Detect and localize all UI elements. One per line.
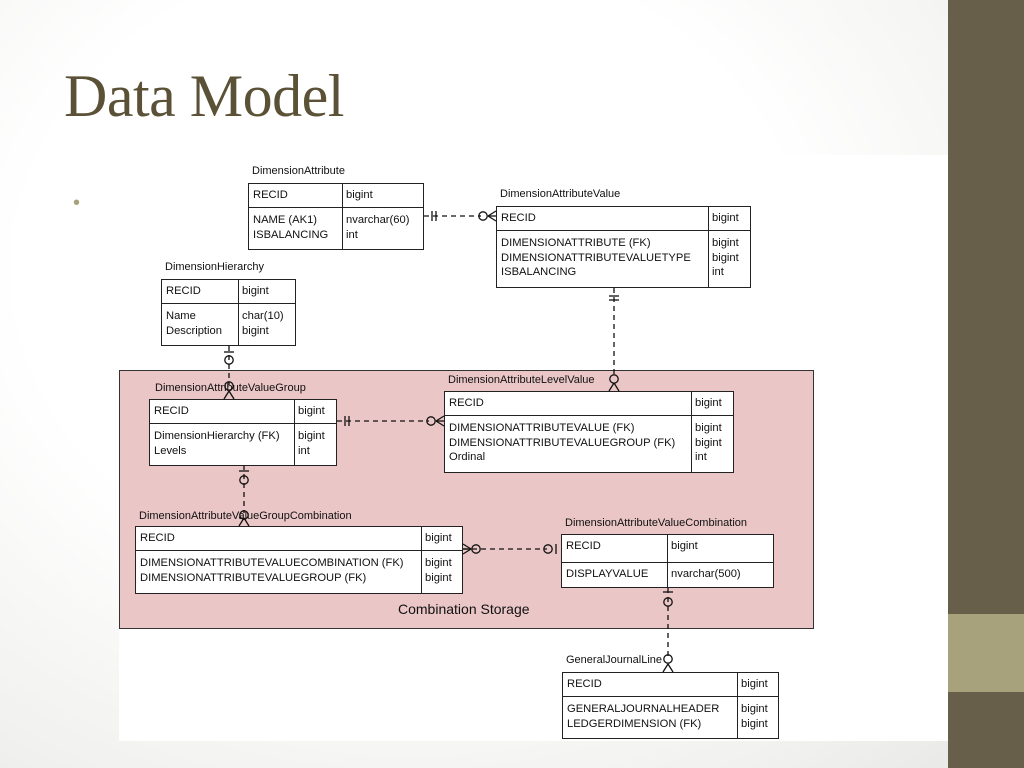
er-diagram-canvas <box>119 183 814 739</box>
cardinality-circle <box>478 211 488 221</box>
crows-foot <box>667 663 674 673</box>
bullet-point: • <box>73 192 81 214</box>
entity-name: DimensionAttributeLevelValue <box>448 374 595 386</box>
field-type: int <box>298 444 310 457</box>
field-name: Ordinal <box>449 451 486 463</box>
field-type: int <box>695 451 707 463</box>
side-bar-accent <box>948 614 1024 692</box>
slide-title: Data Model <box>64 63 344 129</box>
cardinality-circle <box>663 597 673 607</box>
field-type: bigint <box>695 422 722 434</box>
field-name: DIMENSIONATTRIBUTE (FK) <box>501 237 651 249</box>
field-type: nvarchar(60) <box>346 214 410 226</box>
cardinality-circle <box>663 654 673 664</box>
field-type: bigint <box>425 557 452 569</box>
field-name: ISBALANCING <box>253 228 329 241</box>
field-name: DISPLAYVALUE <box>566 568 649 580</box>
field-name: DimensionHierarchy (FK) <box>154 430 280 442</box>
field-type: bigint <box>741 678 768 690</box>
entity-dim_attr <box>248 183 424 250</box>
field-name: DIMENSIONATTRIBUTEVALUEGROUP (FK) <box>449 436 676 449</box>
crows-foot <box>613 382 620 392</box>
field-name: NAME (AK1) <box>253 214 318 226</box>
field-type: bigint <box>298 405 325 417</box>
field-type: bigint <box>425 532 452 544</box>
entity-name: DimensionAttributeValueCombination <box>565 517 748 529</box>
field-name: Levels <box>154 444 187 457</box>
cardinality-circle <box>224 355 234 365</box>
field-type: int <box>712 266 724 278</box>
entity-dim_hierarchy <box>161 279 296 346</box>
field-type: bigint <box>712 237 739 249</box>
field-name: RECID <box>166 285 201 297</box>
crows-foot <box>238 517 245 527</box>
field-type: bigint <box>425 571 452 584</box>
field-type: bigint <box>712 212 739 224</box>
cardinality-circle <box>426 416 436 426</box>
entity-dim_attr_level_value <box>444 391 734 473</box>
field-name: DIMENSIONATTRIBUTEVALUEGROUP (FK) <box>140 571 367 584</box>
field-name: GENERALJOURNALHEADER <box>567 703 720 715</box>
field-type: bigint <box>346 189 373 201</box>
field-name: RECID <box>154 405 189 417</box>
cardinality-circle <box>471 544 481 554</box>
entity-name: DimensionHierarchy <box>165 261 265 273</box>
entity-name: DimensionAttributeValueGroupCombination <box>139 510 352 522</box>
field-name: RECID <box>253 189 288 201</box>
crows-foot <box>435 420 445 427</box>
entity-dim_attr_value_group_combination <box>135 526 463 594</box>
field-name: RECID <box>501 212 536 224</box>
crows-foot <box>223 390 230 400</box>
field-name: DIMENSIONATTRIBUTEVALUE (FK) <box>449 422 635 434</box>
cardinality-circle <box>239 475 249 485</box>
field-name: RECID <box>566 540 601 552</box>
crows-foot <box>462 543 472 550</box>
field-name: RECID <box>140 532 175 544</box>
field-type: bigint <box>695 397 722 409</box>
cardinality-circle <box>543 544 553 554</box>
crows-foot <box>662 663 669 673</box>
crows-foot <box>462 548 472 555</box>
field-name: DIMENSIONATTRIBUTEVALUECOMBINATION (FK) <box>140 557 404 569</box>
entity-general_journal_line <box>562 672 779 739</box>
crows-foot <box>608 382 615 392</box>
field-name: RECID <box>567 678 602 690</box>
field-name: RECID <box>449 397 484 409</box>
crows-foot <box>228 390 235 400</box>
entity-name: GeneralJournalLine <box>566 654 663 666</box>
entity-dim_attr_value_group <box>149 399 337 466</box>
field-name: DIMENSIONATTRIBUTEVALUETYPE <box>501 251 691 264</box>
crows-foot <box>435 415 445 422</box>
field-name: Name <box>166 310 196 322</box>
crows-foot <box>243 517 250 527</box>
entity-name: DimensionAttributeValueGroup <box>155 382 306 394</box>
field-type: bigint <box>712 251 739 264</box>
group-label: Combination Storage <box>398 601 530 617</box>
field-type: int <box>346 228 358 241</box>
field-type: bigint <box>242 324 269 337</box>
field-type: bigint <box>741 703 768 715</box>
field-type: bigint <box>298 430 325 442</box>
field-name: ISBALANCING <box>501 266 577 278</box>
cardinality-circle <box>224 381 234 391</box>
crows-foot <box>487 215 497 222</box>
field-type: bigint <box>695 436 722 449</box>
field-type: bigint <box>671 540 698 552</box>
field-type: char(10) <box>242 310 284 322</box>
field-name: Description <box>166 324 222 337</box>
entity-name: DimensionAttribute <box>252 165 345 177</box>
entity-name: DimensionAttributeValue <box>500 188 621 200</box>
field-type: bigint <box>741 717 768 730</box>
crows-foot <box>487 210 497 217</box>
field-type: bigint <box>242 285 269 297</box>
field-name: LEDGERDIMENSION (FK) <box>567 717 702 730</box>
field-type: nvarchar(500) <box>671 568 741 580</box>
